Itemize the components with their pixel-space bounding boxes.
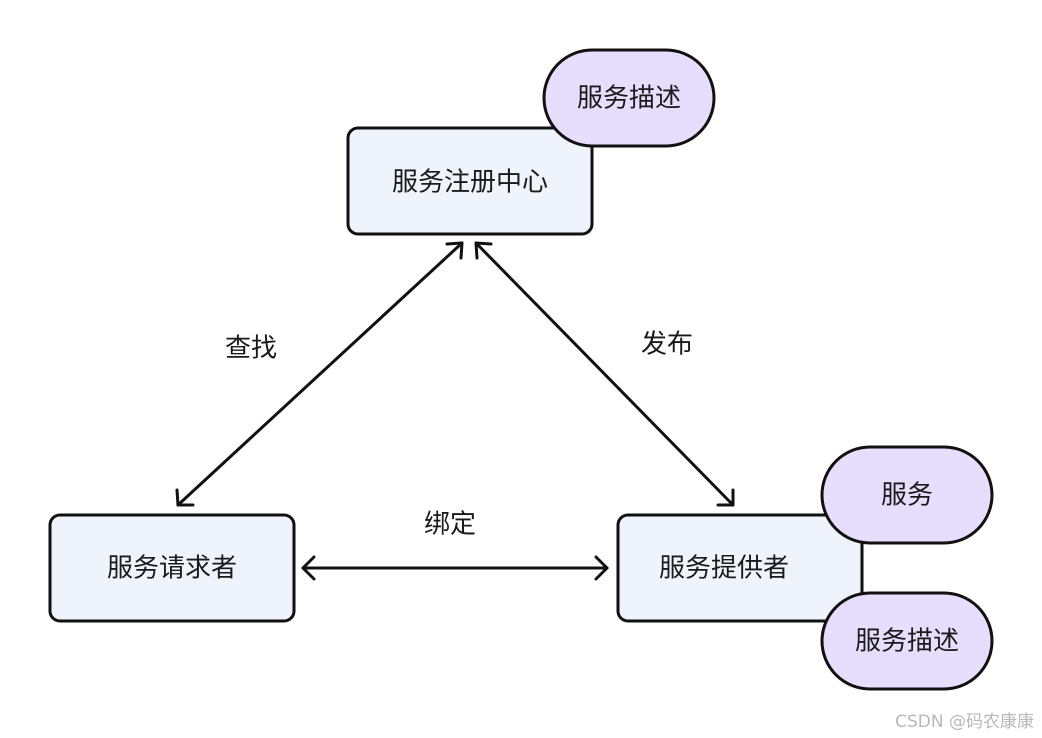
edge-find-arrowhead-top [445,241,464,260]
edge-publish-arrowhead-top [474,241,493,260]
edge-find [175,241,464,507]
edge-find-label: 查找 [225,334,277,364]
node-requester: 服务请求者 [48,513,296,623]
watermark: CSDN @码农康康 [895,712,1034,732]
edge-bind [301,555,609,581]
requester-label: 服务请求者 [107,554,237,584]
edge-find-arrowhead-bottom [175,488,195,507]
node-registry-desc: 服务描述 [542,48,716,148]
provider-service-label: 服务 [881,481,933,511]
node-provider: 服务提供者 [616,513,864,623]
edge-publish [474,241,735,507]
node-registry: 服务注册中心 [346,126,594,236]
provider-desc-pill [820,591,994,691]
provider-desc-label: 服务描述 [855,627,959,657]
edge-bind-label: 绑定 [424,510,476,540]
edge-find-line [176,241,464,507]
provider-box [616,513,864,623]
provider-service-pill [820,445,994,545]
edge-bind-arrowhead-left [301,555,316,581]
edge-bind-arrowhead-right [594,555,609,581]
edge-publish-line [474,241,735,507]
registry-label: 服务注册中心 [392,168,548,198]
provider-label: 服务提供者 [659,554,789,584]
requester-box [48,513,296,623]
registry-box [346,126,594,236]
node-provider-desc: 服务描述 [820,591,994,691]
node-provider-service: 服务 [820,445,994,545]
registry-desc-pill [542,48,716,148]
edge-publish-arrowhead-bottom [716,488,735,507]
registry-desc-label: 服务描述 [577,84,681,114]
edge-publish-label: 发布 [641,330,693,360]
